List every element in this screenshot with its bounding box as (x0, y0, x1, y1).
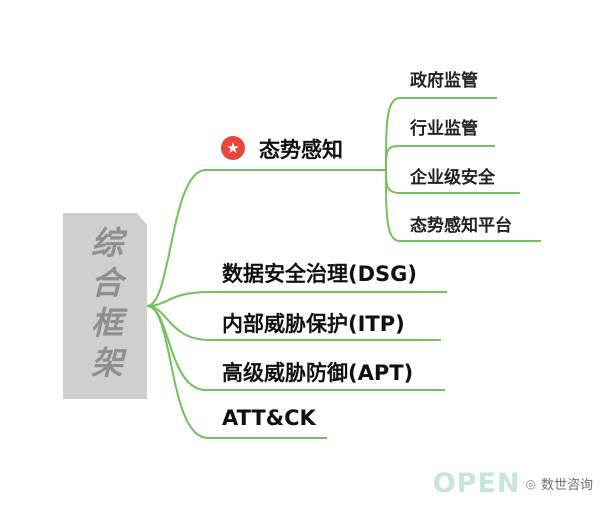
subbranch-gov-regulation: 政府监管 (410, 71, 478, 91)
connector-root-attck (146, 305, 327, 439)
watermark: OPEN ◎ 数世咨询 (433, 468, 593, 499)
wechat-icon: ◎ (525, 476, 536, 491)
root-label: 综合框架 (86, 226, 124, 386)
root-node: 综合框架 (63, 213, 147, 399)
subbranch-industry-regulation: 行业监管 (410, 119, 478, 139)
branch-situational-awareness: 态势感知 (259, 138, 343, 162)
branch-itp: 内部威胁保护(ITP) (222, 312, 405, 336)
connector-sub-platform (385, 169, 541, 242)
branch-dsg: 数据安全治理(DSG) (222, 262, 417, 286)
subbranch-enterprise-security: 企业级安全 (410, 168, 495, 188)
watermark-logo: OPEN (432, 468, 521, 499)
connector-root-situational (146, 169, 386, 307)
branch-attck: ATT&CK (222, 406, 316, 430)
connector-root-dsg (146, 291, 447, 307)
connector-sub-industry (385, 145, 495, 171)
connector-root-itp (146, 305, 441, 341)
watermark-brand: 数世咨询 (540, 478, 593, 493)
star-icon: ★ (221, 136, 245, 160)
subbranch-situational-platform: 态势感知平台 (410, 216, 512, 236)
branch-apt: 高级威胁防御(APT) (222, 361, 414, 385)
